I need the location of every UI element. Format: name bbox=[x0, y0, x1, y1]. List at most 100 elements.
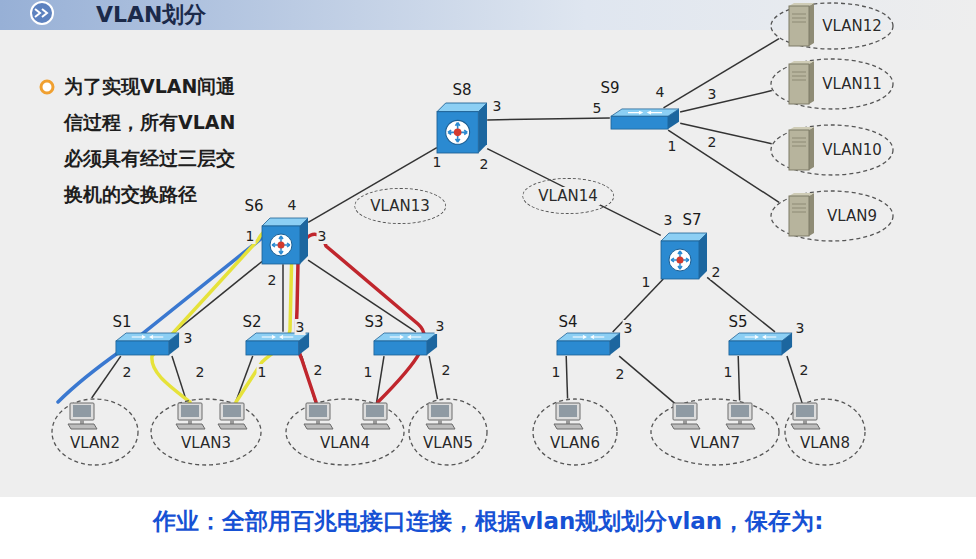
emblem-arrows bbox=[671, 251, 689, 269]
switch-name: S6 bbox=[244, 197, 263, 215]
server-icon bbox=[789, 127, 814, 170]
server-vlan-ellipse: VLAN11 bbox=[770, 58, 894, 110]
dashed-ellipse bbox=[771, 125, 893, 175]
server-icon bbox=[789, 61, 814, 104]
switch-icon bbox=[262, 218, 308, 264]
emblem-arrows bbox=[272, 236, 290, 254]
switch-top bbox=[262, 218, 308, 226]
port-number: 1 bbox=[551, 364, 562, 380]
switch-arrows bbox=[745, 336, 777, 339]
link-line bbox=[308, 260, 416, 332]
port-number: 1 bbox=[667, 138, 678, 154]
port-number: 2 bbox=[267, 272, 278, 288]
switch-icon bbox=[373, 332, 438, 356]
vlan-outline bbox=[285, 398, 405, 466]
switch-name: S1 bbox=[112, 313, 131, 331]
pc-icon bbox=[304, 403, 333, 429]
switch-top bbox=[729, 333, 792, 341]
vlan-name: VLAN11 bbox=[822, 75, 882, 93]
vlan-name: VLAN8 bbox=[800, 434, 850, 452]
header-logo bbox=[31, 2, 53, 24]
switch-top bbox=[557, 333, 620, 341]
switch-front bbox=[729, 341, 782, 355]
dashed-ellipse bbox=[409, 399, 487, 465]
link-line bbox=[680, 91, 772, 113]
layer2-switch: S9 bbox=[610, 108, 680, 130]
vlan-name: VLAN9 bbox=[827, 207, 877, 225]
link-line bbox=[680, 123, 771, 143]
dashed-ellipse bbox=[771, 59, 893, 109]
emblem-core bbox=[454, 129, 462, 137]
port-number: 2 bbox=[707, 134, 718, 150]
port-number: 3 bbox=[623, 320, 634, 336]
switch-icon bbox=[610, 108, 680, 130]
vlan-name: VLAN5 bbox=[423, 434, 473, 452]
port-number: 4 bbox=[655, 84, 666, 100]
port-number: 2 bbox=[441, 362, 452, 378]
layer3-switch: S8 bbox=[437, 103, 487, 153]
vlan-name: VLAN2 bbox=[70, 434, 120, 452]
layer2-switch: S4 bbox=[556, 332, 621, 356]
link-line bbox=[619, 356, 676, 404]
server-icon bbox=[789, 3, 814, 46]
switch-side bbox=[699, 233, 707, 279]
switch-icon bbox=[661, 233, 707, 279]
port-number: 4 bbox=[287, 197, 298, 213]
link-line bbox=[613, 279, 664, 332]
switch-arrows bbox=[390, 336, 422, 339]
port-number: 3 bbox=[317, 228, 328, 244]
router-emblem bbox=[270, 234, 292, 256]
bullet-dot bbox=[41, 81, 53, 93]
pc-vlan-ellipse: VLAN4 bbox=[285, 398, 405, 466]
vlan-name: VLAN6 bbox=[550, 434, 600, 452]
server-vlan-ellipse: VLAN9 bbox=[770, 190, 894, 242]
pc-vlan-ellipse: VLAN5 bbox=[408, 398, 488, 466]
emblem-core bbox=[677, 257, 684, 264]
pc-icon bbox=[726, 403, 755, 429]
slide-title: VLAN划分 bbox=[96, 1, 206, 29]
vlan-name: VLAN3 bbox=[181, 434, 231, 452]
switch-name: S5 bbox=[728, 313, 747, 331]
caption-band bbox=[0, 497, 976, 559]
switch-top bbox=[661, 233, 707, 241]
emblem-arrows bbox=[448, 123, 468, 143]
switch-side bbox=[668, 109, 679, 129]
switch-front bbox=[661, 241, 699, 279]
switch-icon bbox=[245, 332, 310, 356]
switch-side bbox=[782, 333, 792, 355]
port-number: 3 bbox=[435, 318, 446, 334]
pc-vlan-ellipse: VLAN2 bbox=[51, 398, 139, 466]
router-emblem bbox=[446, 120, 470, 144]
server-icon bbox=[789, 193, 814, 236]
router-emblem bbox=[669, 249, 691, 271]
layer3-switch: S7 bbox=[661, 233, 707, 279]
dashed-ellipse bbox=[651, 399, 779, 465]
switch-top bbox=[611, 109, 679, 116]
vlan-outline bbox=[784, 398, 866, 466]
switch-side bbox=[427, 333, 437, 355]
vlan-outline bbox=[532, 398, 618, 466]
layer2-switch: S1 bbox=[115, 332, 180, 356]
switch-side bbox=[610, 333, 620, 355]
switch-arrows bbox=[628, 111, 662, 114]
port-number: 3 bbox=[663, 212, 674, 228]
port-number: 1 bbox=[245, 228, 256, 244]
server-vlan-ellipse: VLAN12 bbox=[770, 2, 894, 50]
emblem-core bbox=[278, 242, 285, 249]
switch-top bbox=[437, 103, 487, 112]
port-number: 5 bbox=[592, 100, 603, 116]
link-line bbox=[487, 149, 661, 236]
pc-vlan-ellipse: VLAN8 bbox=[784, 398, 866, 466]
pc-icon bbox=[791, 403, 820, 429]
pc-icon bbox=[176, 403, 205, 429]
link-line bbox=[668, 130, 779, 202]
switch-icon bbox=[437, 103, 487, 153]
switch-name: S7 bbox=[682, 211, 701, 229]
switch-arrows bbox=[262, 336, 294, 339]
link-vlan-name: VLAN13 bbox=[368, 197, 432, 215]
switch-icon bbox=[115, 332, 180, 356]
port-number: 1 bbox=[432, 154, 443, 170]
link-line bbox=[282, 264, 284, 332]
port-number: 2 bbox=[799, 362, 810, 378]
